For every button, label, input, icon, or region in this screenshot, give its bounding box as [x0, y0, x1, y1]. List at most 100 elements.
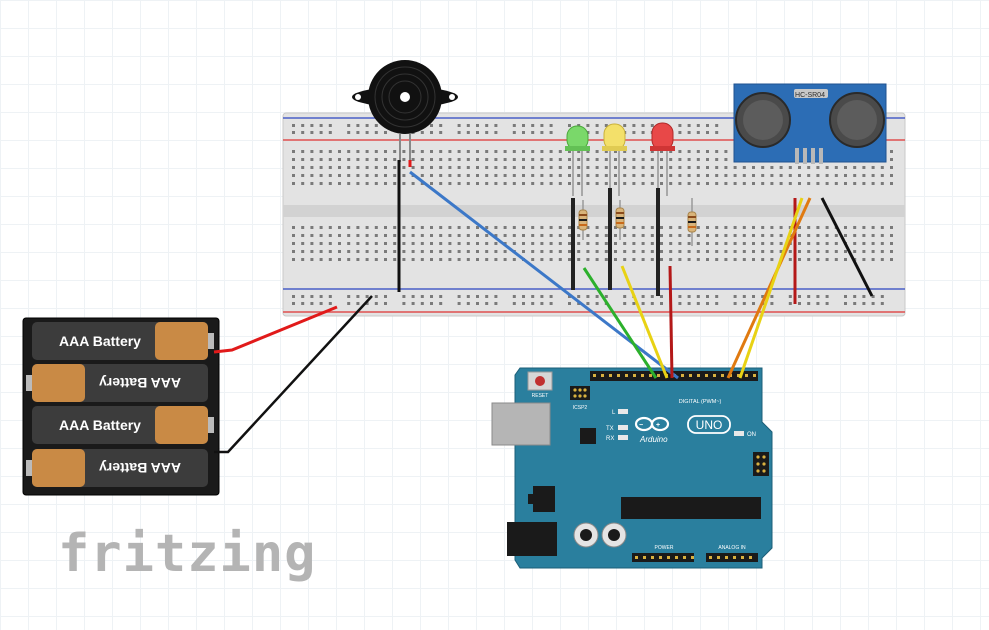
hole: [669, 226, 673, 229]
hole: [522, 150, 525, 153]
hole: [522, 242, 525, 245]
hole: [745, 374, 748, 377]
hole: [844, 258, 847, 261]
hole: [485, 174, 489, 177]
hole: [476, 124, 479, 127]
hole: [531, 234, 535, 237]
hole: [310, 150, 314, 153]
wire-battery-negative[interactable]: [214, 295, 373, 454]
hole: [706, 166, 709, 169]
hole: [393, 182, 397, 185]
led-red[interactable]: [650, 122, 675, 196]
hole: [890, 182, 893, 185]
hole: [549, 250, 553, 253]
hole: [625, 374, 628, 377]
hole: [568, 295, 571, 298]
hole: [568, 182, 571, 185]
hole: [512, 226, 516, 229]
wire-battery-positive[interactable]: [213, 305, 338, 354]
hole: [807, 295, 811, 298]
hole: [485, 182, 489, 185]
hole: [402, 258, 406, 261]
hole: [871, 182, 875, 185]
battery-cell-3: AAA Battery: [32, 406, 214, 444]
wire-sensor-ground[interactable]: [820, 197, 874, 297]
arduino-uno-board[interactable]: RESET ICSP2 DIGITAL (PWM~) L TX RX: [491, 367, 773, 569]
hole: [761, 182, 765, 185]
hole: [761, 226, 765, 229]
hc-sr04-sensor[interactable]: HC-SR04: [733, 83, 887, 164]
hole: [301, 124, 305, 127]
hole: [319, 250, 323, 253]
rx-led: [618, 435, 628, 440]
hole: [733, 302, 737, 305]
hole: [641, 166, 645, 169]
hole: [706, 182, 709, 185]
usb-connector: [491, 402, 551, 446]
hole: [540, 158, 544, 161]
hole: [715, 302, 719, 305]
hole: [788, 258, 792, 261]
sensor-crystal: [794, 89, 828, 98]
on-led: [734, 431, 744, 436]
hole: [365, 131, 369, 134]
resistor-1[interactable]: [578, 200, 588, 240]
hole: [623, 124, 627, 127]
hole: [669, 258, 673, 261]
hole: [292, 124, 295, 127]
hole: [871, 258, 875, 261]
hole: [770, 295, 774, 298]
hole: [301, 166, 305, 169]
hole: [742, 295, 746, 298]
hole: [595, 226, 599, 229]
wire-sensor-trig[interactable]: [726, 197, 812, 379]
resistor-2[interactable]: [615, 200, 625, 240]
hole: [742, 174, 746, 177]
hole: [476, 250, 479, 253]
hole: [577, 124, 581, 127]
wire-led-green-signal[interactable]: [582, 267, 658, 379]
hole: [798, 234, 801, 237]
hole: [374, 158, 378, 161]
hole: [880, 295, 884, 298]
piezo-buzzer[interactable]: [352, 60, 458, 162]
hole: [374, 250, 378, 253]
hole: [725, 556, 728, 559]
hole: [540, 234, 544, 237]
breadboard[interactable]: [282, 112, 906, 317]
hole: [678, 295, 682, 298]
hole: [669, 234, 673, 237]
hole: [595, 234, 599, 237]
hole: [549, 242, 553, 245]
hole: [476, 295, 479, 298]
hole: [466, 166, 470, 169]
hole: [338, 258, 341, 261]
led-yellow[interactable]: [602, 123, 627, 196]
hole: [641, 174, 645, 177]
battery-pack[interactable]: AAA Battery AAA Battery AAA Battery: [22, 317, 220, 496]
hole: [761, 174, 765, 177]
hole: [319, 158, 323, 161]
hole: [657, 374, 660, 377]
hole: [816, 166, 820, 169]
hole: [871, 174, 875, 177]
wire-led-yellow-signal[interactable]: [620, 265, 669, 379]
led-green[interactable]: [565, 125, 590, 196]
wire-sensor-echo[interactable]: [738, 197, 804, 379]
hole: [650, 158, 654, 161]
hole: [374, 295, 378, 298]
hole: [595, 242, 599, 245]
battery-label-1: AAA Battery: [59, 333, 141, 349]
hole: [301, 242, 305, 245]
resistor-3[interactable]: [687, 198, 697, 246]
hole: [595, 258, 599, 261]
hole: [540, 131, 544, 134]
hole: [374, 150, 378, 153]
wire-led-red-signal[interactable]: [668, 265, 674, 379]
hole: [457, 258, 461, 261]
battery-cell-2: AAA Battery: [26, 364, 208, 402]
hole: [715, 226, 719, 229]
hole: [558, 242, 562, 245]
hole: [384, 250, 387, 253]
hole: [439, 234, 443, 237]
